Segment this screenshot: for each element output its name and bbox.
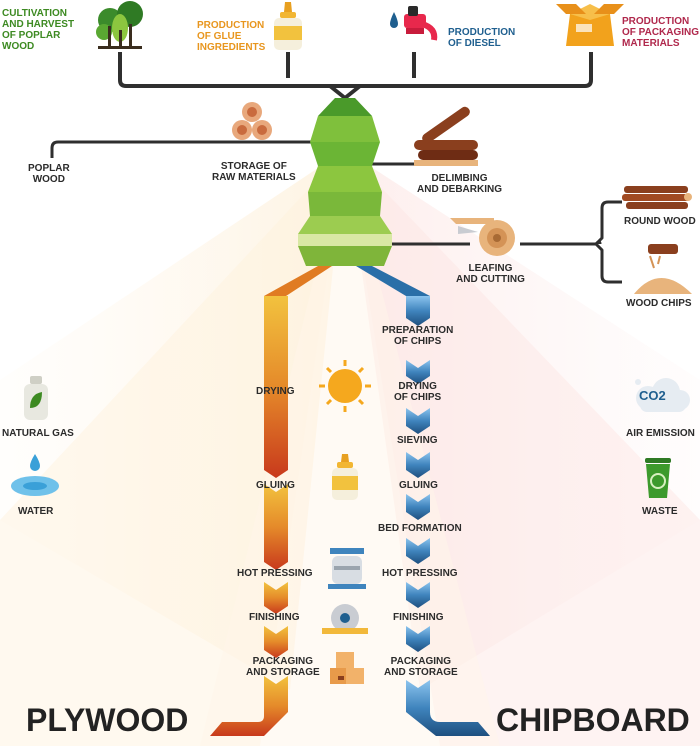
co2-cloud-icon — [635, 378, 690, 412]
plywood-step-hot-pressing: HOT PRESSING — [237, 568, 313, 579]
input-connectors — [118, 52, 593, 100]
hot-press-icon — [328, 548, 366, 589]
label-wood-chips: WOOD CHIPS — [626, 298, 692, 309]
chipboard-step-packaging: PACKAGING AND STORAGE — [384, 656, 458, 678]
label-delimbing: DELIMBING AND DEBARKING — [417, 173, 502, 195]
tree-icon — [96, 1, 143, 49]
split-pipes — [264, 266, 430, 296]
packages-icon — [330, 652, 364, 684]
plywood-column — [210, 296, 288, 736]
box-icon — [556, 4, 624, 46]
chipboard-step-finishing: FINISHING — [393, 612, 444, 623]
label-waste: WASTE — [642, 506, 678, 517]
debarking-logs-icon — [414, 106, 478, 166]
chipboard-column — [406, 296, 490, 736]
label-round-wood: ROUND WOOD — [624, 216, 696, 227]
recycle-bin-icon — [645, 458, 671, 498]
plywood-step-packaging: PACKAGING AND STORAGE — [246, 656, 320, 678]
label-storage: STORAGE OF RAW MATERIALS — [212, 161, 296, 183]
wood-chips-icon — [634, 244, 692, 294]
label-air-emission: AIR EMISSION — [626, 428, 695, 439]
veneer-peeler-icon — [450, 218, 515, 256]
label-glue-production: PRODUCTION OF GLUE INGREDIENTS — [197, 20, 266, 53]
round-wood-icon — [622, 186, 692, 209]
chipboard-step-sieving: SIEVING — [397, 435, 438, 446]
green-funnel — [298, 98, 392, 266]
title-chipboard: CHIPBOARD — [496, 702, 690, 738]
glue-bottle-icon — [274, 2, 302, 50]
plywood-step-finishing: FINISHING — [249, 612, 300, 623]
label-poplar-wood: POPLAR WOOD — [28, 163, 70, 185]
fuel-pump-icon — [390, 6, 438, 41]
label-natural-gas: NATURAL GAS — [2, 428, 74, 439]
plywood-step-gluing: GLUING — [256, 480, 295, 491]
gas-tank-icon — [24, 376, 48, 420]
title-plywood: PLYWOOD — [26, 702, 189, 738]
upstream-connectors — [50, 140, 622, 284]
glue-icon — [332, 454, 358, 500]
label-co2: CO2 — [639, 388, 666, 403]
water-drop-icon — [11, 454, 59, 496]
chipboard-step-preparation: PREPARATION OF CHIPS — [382, 325, 454, 347]
label-packaging-production: PRODUCTION OF PACKAGING MATERIALS — [622, 16, 700, 49]
label-diesel-production: PRODUCTION OF DIESEL — [448, 27, 516, 49]
chipboard-step-drying: DRYING OF CHIPS — [394, 381, 442, 403]
label-water: WATER — [18, 506, 54, 517]
chipboard-step-bed-formation: BED FORMATION — [378, 523, 462, 534]
sun-icon — [319, 360, 371, 412]
label-leafing: LEAFING AND CUTTING — [456, 263, 525, 285]
saw-icon — [322, 604, 368, 634]
label-poplar-cultivation: CULTIVATION AND HARVEST OF POPLAR WOOD — [2, 8, 75, 52]
chipboard-step-hot-pressing: HOT PRESSING — [382, 568, 458, 579]
plywood-step-drying: DRYING — [256, 386, 295, 397]
log-stack-icon — [232, 102, 272, 140]
chipboard-step-gluing: GLUING — [399, 480, 438, 491]
